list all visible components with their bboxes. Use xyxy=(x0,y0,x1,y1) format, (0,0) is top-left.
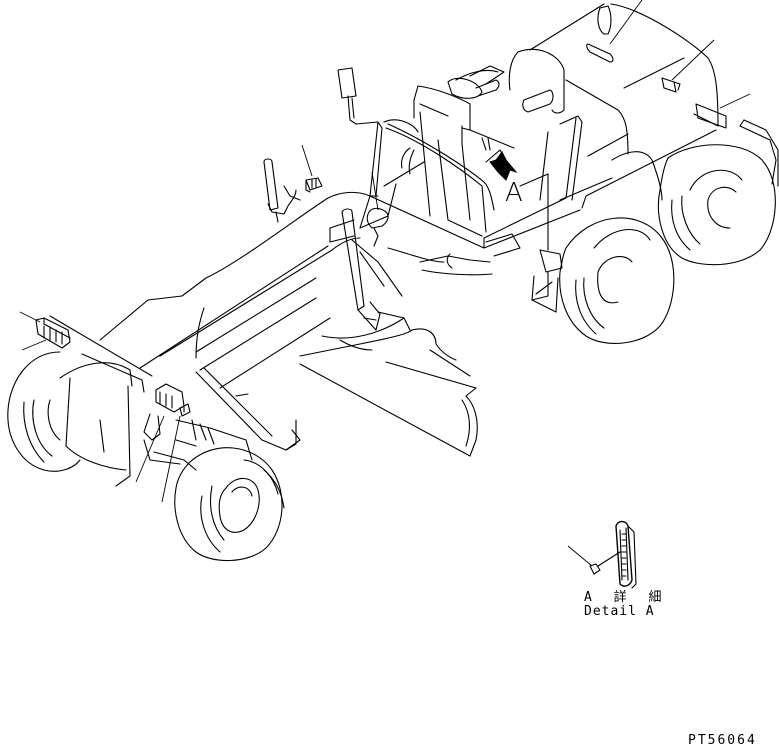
view-marker-a: A xyxy=(505,178,523,208)
leader-c10 xyxy=(568,546,592,566)
front-bumper-bracket xyxy=(50,316,152,486)
moldboard-blade xyxy=(300,318,477,456)
leader-c2 xyxy=(672,40,714,80)
detail-a-connector xyxy=(590,522,636,589)
hydraulic-lines xyxy=(388,234,520,275)
console-box xyxy=(414,86,514,236)
leader-c1 xyxy=(610,0,642,44)
view-arrow-a xyxy=(486,150,516,180)
leader-c7 xyxy=(22,340,46,350)
leader-c8 xyxy=(136,416,164,482)
leader-c3 xyxy=(720,94,750,108)
callout-leaders xyxy=(20,0,750,566)
cab-roof-side-label xyxy=(662,78,680,92)
drawbar-circle xyxy=(196,368,300,450)
detail-caption-english: Detail A xyxy=(584,604,655,619)
cab-frame xyxy=(360,116,582,248)
rear-cylinder-left xyxy=(264,159,296,222)
lift-cylinder-label xyxy=(367,208,388,246)
leader-c4 xyxy=(302,145,312,176)
main-frame xyxy=(100,186,370,388)
frame-front-top-label xyxy=(306,178,322,192)
detail-caption-japanese: A 詳 細 xyxy=(584,590,669,605)
operator-seat xyxy=(509,49,564,113)
leader-c5 xyxy=(372,172,378,210)
handrail-rear-cab xyxy=(386,124,494,232)
front-wheel-left xyxy=(8,352,80,471)
rear-step xyxy=(532,250,562,312)
steering-wheel xyxy=(448,66,504,98)
leader-c9 xyxy=(162,416,180,502)
front-axle-linkage xyxy=(144,414,252,470)
mirror xyxy=(338,68,378,124)
cab-wiring xyxy=(401,148,414,174)
lift-cylinder xyxy=(342,209,410,330)
cab-roof-upper-label xyxy=(587,6,613,62)
rear-wheel-near xyxy=(560,218,674,343)
front-wheel-right xyxy=(175,448,284,561)
rear-handrail xyxy=(740,120,778,186)
rear-wheel-far xyxy=(658,145,775,265)
engine-hood xyxy=(520,4,718,250)
front-left-bracket-label xyxy=(36,318,70,348)
leader-c6 xyxy=(20,312,40,322)
front-center-label xyxy=(156,384,190,416)
cab-rear-label xyxy=(694,104,726,128)
drawing-number: PT56064 xyxy=(688,733,757,748)
